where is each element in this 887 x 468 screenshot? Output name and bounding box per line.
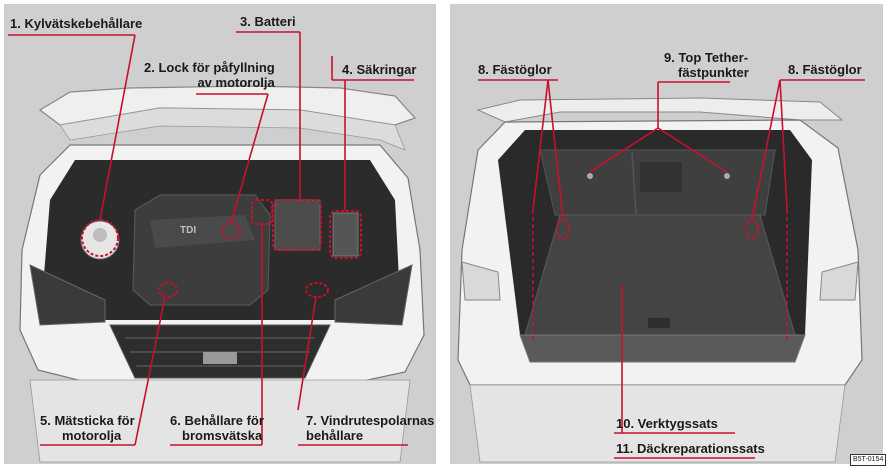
center-armrest-pass-through bbox=[640, 162, 682, 192]
rear-bumper bbox=[469, 384, 846, 463]
label-dipstick-line1: 5. Mätsticka för bbox=[40, 413, 135, 428]
right-headlight bbox=[334, 264, 413, 326]
label-washer-fluid-line1: 7. Vindrutespolarnas bbox=[306, 413, 435, 428]
callout-leader-9b bbox=[657, 127, 728, 173]
label-tyre-repair-kit: 11. Däckreparationssats bbox=[616, 441, 765, 456]
left-headlight bbox=[29, 264, 106, 326]
callout-leader-7 bbox=[297, 296, 317, 411]
floor-handle bbox=[648, 318, 670, 328]
top-tether-left bbox=[587, 173, 593, 179]
label-top-tether: 9. Top Tether- fästpunkter bbox=[664, 50, 749, 80]
callout-leader-1 bbox=[99, 34, 136, 221]
seat-split-line bbox=[631, 151, 637, 216]
label-washer-fluid-line2: behållare bbox=[306, 428, 364, 443]
label-dipstick: 5. Mätsticka för motorolja bbox=[40, 413, 135, 443]
engine-badge: TDI bbox=[180, 225, 196, 236]
label-battery: 3. Batteri bbox=[240, 14, 296, 29]
engine-highlight-markers bbox=[81, 199, 362, 298]
callout-leader-8a bbox=[547, 79, 564, 220]
label-top-tether-line2: fästpunkter bbox=[678, 65, 749, 80]
label-washer-fluid: 7. Vindrutespolarnas behållare bbox=[306, 413, 434, 443]
open-tailgate bbox=[476, 97, 844, 123]
load-sill bbox=[519, 334, 806, 363]
marker-dipstick bbox=[158, 282, 178, 298]
label-tool-kit: 10. Verktygssats bbox=[616, 416, 718, 431]
label-brake-fluid-line1: 6. Behållare för bbox=[170, 413, 264, 428]
trunk-side-guides bbox=[532, 210, 788, 340]
label-lashing-eyes-left: 8. Fästöglor bbox=[478, 62, 552, 77]
callout-leader-9a bbox=[589, 127, 659, 173]
callout-leader-8b-2 bbox=[779, 79, 788, 211]
front-bumper bbox=[29, 379, 411, 463]
callout-leader-8b bbox=[751, 79, 781, 220]
label-lashing-eyes-right: 8. Fästöglor bbox=[788, 62, 862, 77]
label-fuses: 4. Säkringar bbox=[342, 62, 417, 77]
label-oil-filler-cap-line2: av motorolja bbox=[197, 75, 275, 90]
label-brake-fluid: 6. Behållare för bromsvätska bbox=[170, 413, 264, 443]
coolant-cap bbox=[93, 228, 107, 242]
label-top-tether-line1: 9. Top Tether- bbox=[664, 50, 749, 65]
top-tether-right bbox=[724, 173, 730, 179]
brand-emblem bbox=[203, 352, 237, 364]
marker-washer bbox=[305, 282, 329, 298]
left-taillight bbox=[461, 261, 501, 301]
label-brake-fluid-line2: bromsvätska bbox=[182, 428, 263, 443]
fuse-box bbox=[332, 212, 359, 257]
marker-battery bbox=[272, 199, 322, 251]
cargo-floor bbox=[524, 214, 796, 336]
label-oil-filler-cap: 2. Lock för påfyllning av motorolja bbox=[144, 60, 275, 90]
image-code: B5T-0154 bbox=[850, 454, 887, 466]
right-taillight bbox=[819, 261, 859, 301]
battery bbox=[274, 199, 321, 251]
marker-fuses bbox=[329, 210, 362, 259]
marker-oil-cap bbox=[221, 222, 241, 240]
engine-cover bbox=[132, 194, 271, 306]
marker-coolant bbox=[81, 219, 119, 257]
label-oil-filler-cap-line1: 2. Lock för påfyllning bbox=[144, 60, 275, 75]
callout-lines bbox=[8, 31, 865, 459]
label-coolant-reservoir: 1. Kylvätskebehållare bbox=[10, 16, 143, 31]
callout-leader-2 bbox=[230, 93, 269, 224]
hood-underside bbox=[59, 107, 406, 151]
callout-leader-8a-2 bbox=[532, 79, 549, 211]
callout-leader-5 bbox=[134, 296, 166, 446]
label-dipstick-line2: motorolja bbox=[62, 428, 122, 443]
